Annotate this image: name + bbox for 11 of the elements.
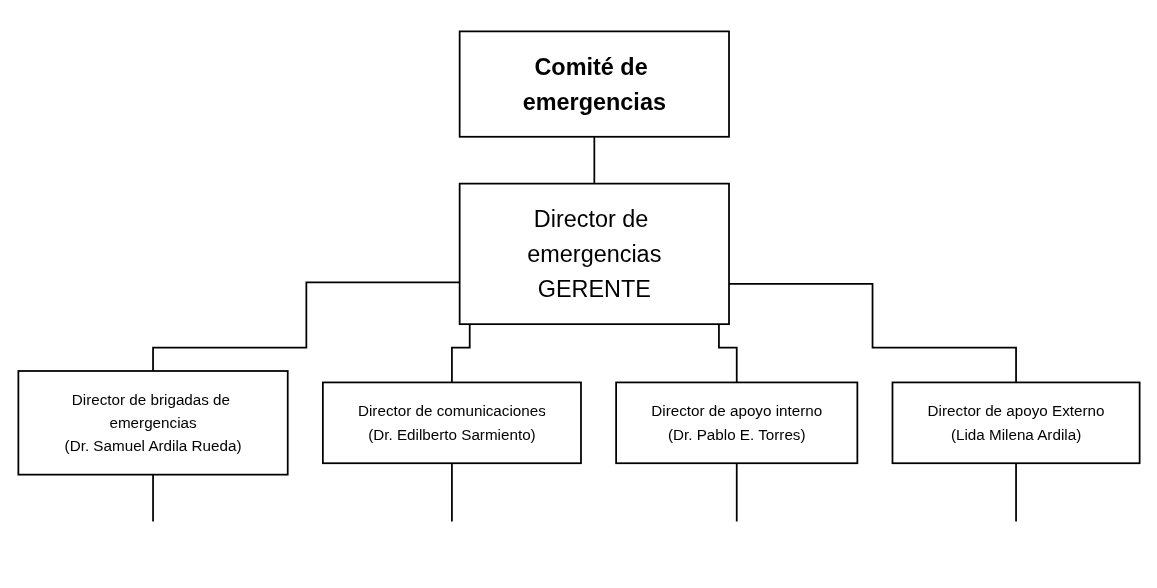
connector bbox=[592, 135, 595, 185]
connector bbox=[450, 462, 453, 523]
node-box: Director de apoyo Externo (Lida Milena Ardila) bbox=[891, 381, 1140, 465]
connector bbox=[1014, 462, 1017, 523]
connector bbox=[151, 473, 154, 523]
node-box: Director de apoyo interno (Dr. Pablo E. Torres) bbox=[614, 381, 858, 465]
node-box: Director de comunicaciones (Dr. Edilberto Sarmiento) bbox=[321, 381, 582, 465]
node-box: Comité de emergencias bbox=[458, 30, 730, 138]
node-box: Director de emergencias GERENTE bbox=[458, 182, 730, 326]
node-box: Director de brigadas de emergencias (Dr. Samuel Ardila Rueda) bbox=[17, 370, 289, 476]
connector bbox=[735, 462, 738, 523]
